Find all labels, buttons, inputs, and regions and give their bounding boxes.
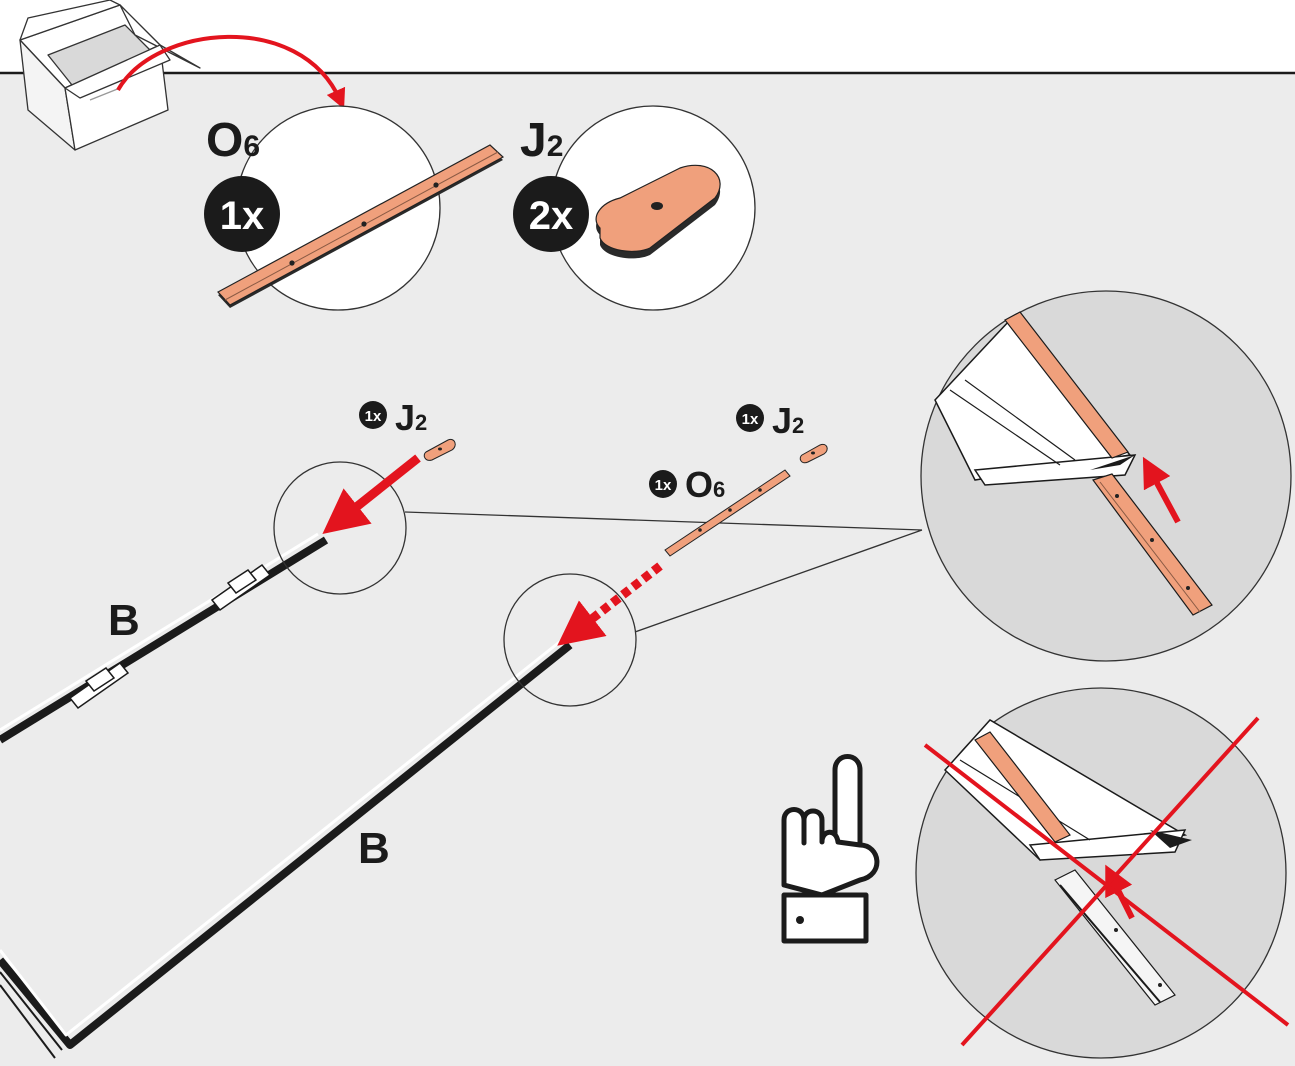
qty-badge-2x: 2x xyxy=(513,176,589,252)
insert-arrow-lower xyxy=(557,562,663,646)
svg-text:J2: J2 xyxy=(395,397,427,438)
callout-j2-left: 1x J2 xyxy=(359,397,427,438)
zoom-leader-1 xyxy=(404,511,923,531)
plate-part-j2-small-right xyxy=(799,443,828,464)
svg-text:O6: O6 xyxy=(685,464,725,505)
detail-insert-arrow xyxy=(1142,456,1181,524)
detail-wrong xyxy=(915,687,1290,1059)
header-band xyxy=(0,0,1295,73)
plate-part-j2-small-left xyxy=(423,438,456,461)
frame-label-bottom: B xyxy=(358,824,390,873)
svg-text:1x: 1x xyxy=(742,411,759,428)
svg-text:1x: 1x xyxy=(220,194,265,238)
zoom-leader-2 xyxy=(634,529,923,633)
callout-o6: 1x O6 xyxy=(649,464,725,505)
detail-correct xyxy=(920,290,1292,662)
part-o6-label: O6 xyxy=(206,114,260,167)
qty-badge-1x: 1x xyxy=(204,176,280,252)
rail-part-o6 xyxy=(217,144,505,308)
hinge-bracket xyxy=(68,563,272,710)
box-icon xyxy=(19,0,201,151)
unpack-arrow xyxy=(116,34,346,110)
attention-hand-icon xyxy=(781,754,880,944)
zoom-circle-upper xyxy=(273,461,407,595)
plate-part-j2 xyxy=(595,164,721,259)
svg-text:J2: J2 xyxy=(520,114,563,167)
svg-text:2x: 2x xyxy=(529,194,574,238)
svg-text:1x: 1x xyxy=(655,477,672,494)
insert-arrow-upper xyxy=(322,454,421,535)
callout-j2-right: 1x J2 xyxy=(736,400,804,441)
cross-out-line-2 xyxy=(960,716,1260,1047)
frame-b xyxy=(0,532,573,1059)
part-j2-label: J2 xyxy=(520,114,563,167)
svg-text:J2: J2 xyxy=(772,400,804,441)
rail-part-o6-small xyxy=(664,469,791,557)
frame-label-top: B xyxy=(108,596,140,645)
svg-text:O6: O6 xyxy=(206,114,260,167)
zoom-circle-lower xyxy=(503,573,637,707)
svg-text:1x: 1x xyxy=(365,408,382,425)
